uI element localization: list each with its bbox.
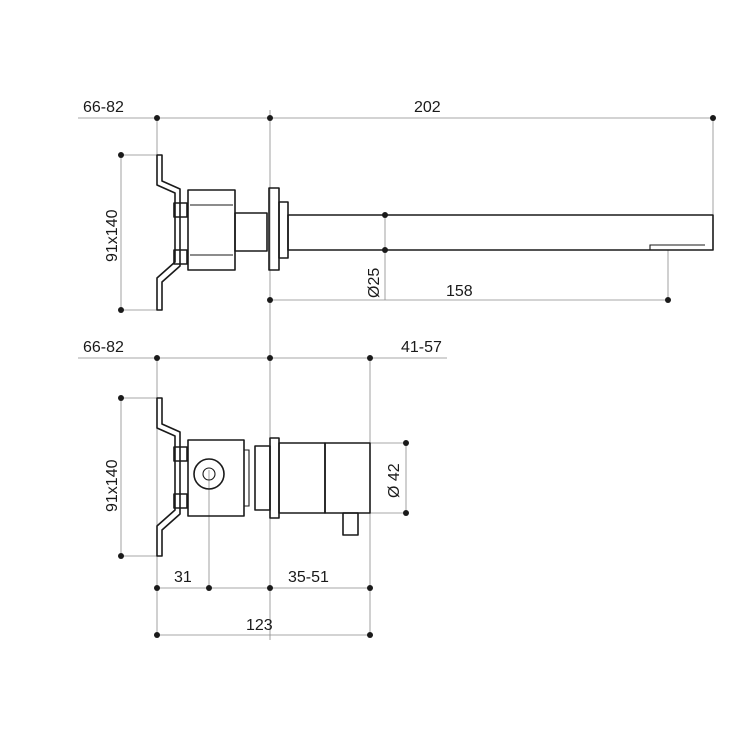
top-dimension-lines <box>78 110 714 640</box>
top-wall-plate <box>268 187 280 271</box>
bottom-plate-size-label: 91x140 <box>104 459 121 512</box>
bottom-dimension-dots <box>118 355 409 638</box>
overall-depth-label: 123 <box>246 617 273 634</box>
bottom-wall-depth-label: 66-82 <box>83 339 124 356</box>
body-offset-label: 31 <box>174 569 192 586</box>
spout-projection-label: 158 <box>446 283 473 300</box>
top-plate-size-label: 91x140 <box>104 209 121 262</box>
bottom-view: 66-82 41-57 91x140 Ø 42 31 35-51 123 <box>78 339 447 638</box>
top-dimension-dots <box>118 115 716 313</box>
bottom-mounting-bracket <box>156 397 188 557</box>
spout-diameter-label: Ø25 <box>366 268 383 298</box>
handle-lever <box>342 512 359 536</box>
trim-range-label: 35-51 <box>288 569 329 586</box>
handle-projection-label: 41-57 <box>401 339 442 356</box>
top-wall-depth-label: 66-82 <box>83 99 124 116</box>
bottom-valve-body <box>187 439 250 517</box>
valve-cartridge-circle <box>193 458 225 490</box>
handle-diameter-label: Ø 42 <box>386 463 403 498</box>
spout <box>278 201 714 259</box>
top-dimension-labels: 66-82 202 91x140 Ø25 158 <box>83 99 473 300</box>
top-valve-body <box>187 189 268 271</box>
mixer-handle <box>254 437 371 536</box>
top-view: 66-82 202 91x140 Ø25 158 <box>78 99 716 640</box>
top-mounting-bracket <box>156 154 188 311</box>
spout-length-label: 202 <box>414 99 441 116</box>
bottom-dimension-labels: 66-82 41-57 91x140 Ø 42 31 35-51 123 <box>83 339 442 634</box>
